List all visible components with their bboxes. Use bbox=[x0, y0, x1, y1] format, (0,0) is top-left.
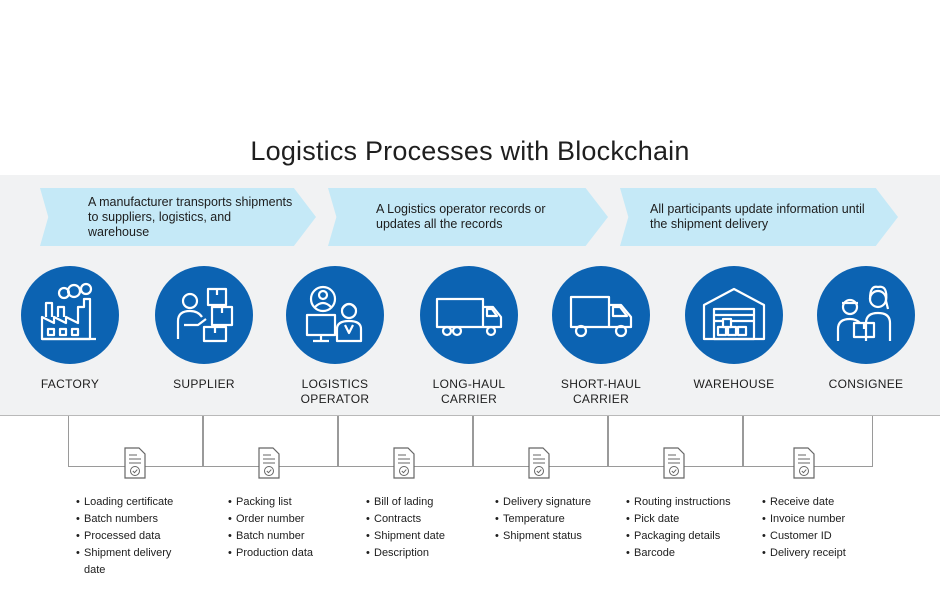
list-item: Bill of lading bbox=[366, 494, 471, 511]
phase-text-2: A Logistics operator records or updates … bbox=[376, 202, 546, 231]
list-item: Processed data bbox=[76, 528, 191, 545]
list-item: Loading certificate bbox=[76, 494, 191, 511]
list-item: Shipment delivery date bbox=[76, 545, 180, 579]
list-item: Batch numbers bbox=[76, 511, 191, 528]
document-check-icon bbox=[663, 447, 685, 479]
list-item: Description bbox=[366, 545, 471, 562]
factory-data-list: Loading certificate Batch numbers Proces… bbox=[76, 494, 191, 579]
supplier-data-list: Packing list Order number Batch number P… bbox=[228, 494, 333, 562]
consignee-icon bbox=[836, 285, 892, 341]
short-haul-data-list: Routing instructions Pick date Packaging… bbox=[626, 494, 751, 562]
document-check-icon bbox=[393, 447, 415, 479]
stage-label-logistics-operator: LOGISTICS OPERATOR bbox=[300, 377, 370, 406]
list-item: Batch number bbox=[228, 528, 333, 545]
list-item: Shipment status bbox=[495, 528, 610, 545]
stage-label-long-haul-carrier: LONG-HAUL CARRIER bbox=[432, 377, 506, 406]
stage-label-short-haul-carrier: SHORT-HAUL CARRIER bbox=[560, 377, 642, 406]
list-item: Routing instructions bbox=[626, 494, 751, 511]
list-item: Customer ID bbox=[762, 528, 877, 545]
phase-arrow-3: All participants update information unti… bbox=[620, 188, 898, 246]
stage-label-warehouse: WAREHOUSE bbox=[693, 377, 775, 391]
document-check-icon bbox=[124, 447, 146, 479]
list-item: Delivery signature bbox=[495, 494, 610, 511]
document-check-icon bbox=[258, 447, 280, 479]
logistics-operator-data-list: Bill of lading Contracts Shipment date D… bbox=[366, 494, 471, 562]
list-item: Pick date bbox=[626, 511, 751, 528]
phase-arrow-1: A manufacturer transports shipments to s… bbox=[40, 188, 316, 246]
supplier-circle bbox=[155, 266, 253, 364]
long-haul-circle bbox=[420, 266, 518, 364]
long-truck-icon bbox=[435, 297, 503, 337]
list-item: Packaging details bbox=[626, 528, 751, 545]
document-check-icon bbox=[793, 447, 815, 479]
stage-label-factory: FACTORY bbox=[40, 377, 100, 391]
section-divider bbox=[0, 415, 940, 416]
list-item: Barcode bbox=[626, 545, 751, 562]
stage-label-consignee: CONSIGNEE bbox=[828, 377, 904, 391]
document-check-icon bbox=[528, 447, 550, 479]
page-title: Logistics Processes with Blockchain bbox=[250, 136, 690, 166]
warehouse-data-list: Receive date Invoice number Customer ID … bbox=[762, 494, 877, 562]
long-haul-data-list: Delivery signature Temperature Shipment … bbox=[495, 494, 610, 545]
logistics-operator-circle bbox=[286, 266, 384, 364]
logistics-operator-icon bbox=[305, 285, 363, 343]
list-item: Receive date bbox=[762, 494, 877, 511]
list-item: Contracts bbox=[366, 511, 471, 528]
list-item: Packing list bbox=[228, 494, 333, 511]
short-truck-icon bbox=[569, 295, 633, 338]
warehouse-icon bbox=[702, 287, 766, 341]
list-item: Shipment date bbox=[366, 528, 471, 545]
list-item: Production data bbox=[228, 545, 333, 562]
phase-text-1: A manufacturer transports shipments to s… bbox=[88, 194, 293, 239]
factory-icon bbox=[40, 282, 96, 341]
phase-text-3: All participants update information unti… bbox=[650, 202, 865, 231]
warehouse-circle bbox=[685, 266, 783, 364]
short-haul-circle bbox=[552, 266, 650, 364]
list-item: Order number bbox=[228, 511, 333, 528]
supplier-icon bbox=[176, 287, 234, 343]
list-item: Temperature bbox=[495, 511, 610, 528]
list-item: Delivery receipt bbox=[762, 545, 877, 562]
factory-circle bbox=[21, 266, 119, 364]
phase-arrow-2: A Logistics operator records or updates … bbox=[328, 188, 608, 246]
consignee-circle bbox=[817, 266, 915, 364]
list-item: Invoice number bbox=[762, 511, 877, 528]
stage-label-supplier: SUPPLIER bbox=[173, 377, 235, 391]
